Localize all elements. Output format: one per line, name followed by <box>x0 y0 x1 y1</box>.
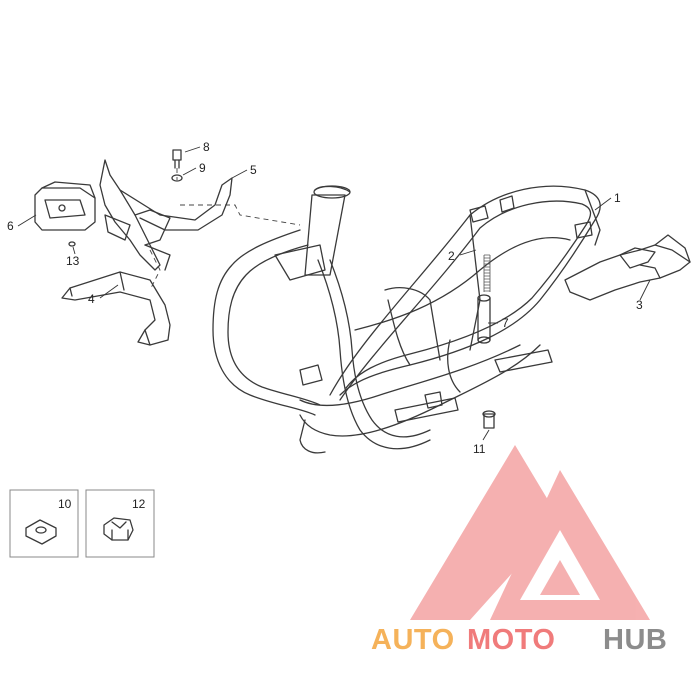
part-lower-bracket <box>61 271 171 346</box>
inset-box-12: 12 <box>85 489 155 558</box>
part-small-nut <box>68 241 76 247</box>
part-washer <box>171 174 183 182</box>
brand-part-auto: AUTO <box>371 624 455 656</box>
callout-5: 5 <box>250 163 257 177</box>
main-frame <box>212 185 601 454</box>
callout-3: 3 <box>636 298 643 312</box>
inset-box-10: 10 <box>9 489 79 558</box>
assembly-lines <box>149 168 301 291</box>
part-bushing <box>477 294 491 344</box>
callout-9: 9 <box>199 161 206 175</box>
part-bolt <box>482 410 496 429</box>
callout-8: 8 <box>203 140 210 154</box>
clip-bracket-part <box>103 517 134 541</box>
callout-4: 4 <box>88 292 95 306</box>
callout-6: 6 <box>7 219 14 233</box>
callout-13: 13 <box>66 254 80 268</box>
callout-11: 11 <box>473 442 486 456</box>
part-screw <box>172 149 182 169</box>
callout-2: 2 <box>448 249 455 263</box>
leader-lines <box>17 146 651 441</box>
part-spring <box>483 254 491 292</box>
watermark-text: AUTO MOTO HUB <box>371 624 667 656</box>
callout-7: 7 <box>502 316 509 330</box>
logo-inner-mark <box>540 560 580 595</box>
part-rear-bracket <box>564 234 691 301</box>
part-mount-block <box>34 181 96 231</box>
clip-nut-part <box>25 519 57 545</box>
brand-part-hub: HUB <box>603 624 667 656</box>
part-headstock-bracket <box>99 159 233 271</box>
brand-part-moto: MOTO <box>467 624 555 656</box>
callout-labels: 1 2 3 4 5 6 7 8 9 11 13 <box>7 140 643 456</box>
callout-10: 10 <box>58 497 72 511</box>
callout-1: 1 <box>614 191 621 205</box>
watermark-logo <box>410 445 650 620</box>
callout-12: 12 <box>132 497 146 511</box>
logo-triangle-left <box>410 445 560 620</box>
